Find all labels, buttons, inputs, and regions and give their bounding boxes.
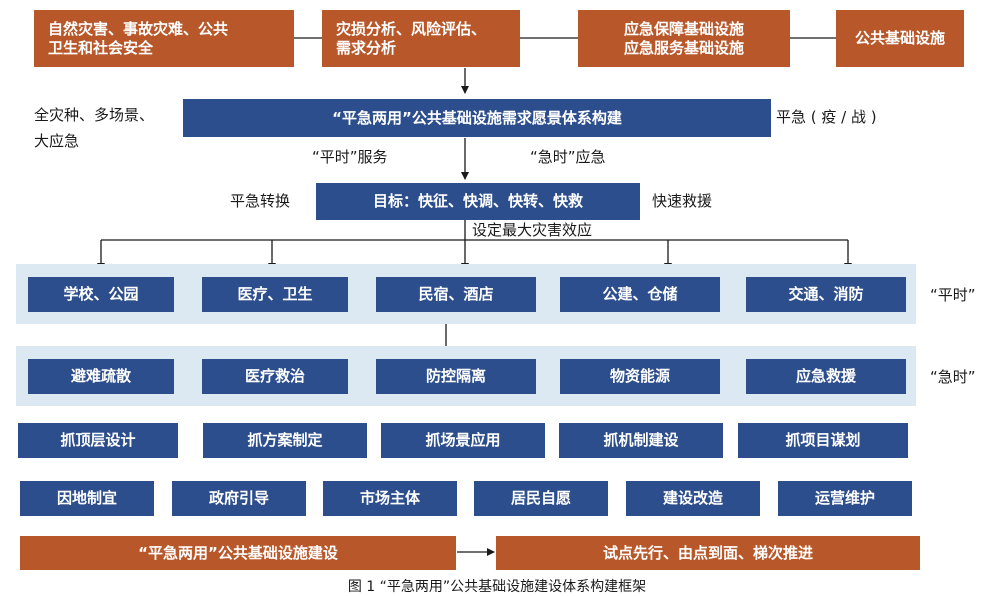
zhua-item-2: 抓方案制定	[203, 423, 367, 458]
side-right-goal: 快速救援	[652, 192, 713, 210]
yin-item-2: 政府引导	[172, 481, 306, 516]
side-left-top: 全灾种、多场景、大应急	[34, 106, 155, 150]
bottom-right-box: 试点先行、由点到面、梯次推进	[496, 536, 920, 570]
goal-box: 目标：快征、快调、快转、快救	[316, 183, 640, 220]
ping-item-5: 交通、消防	[746, 277, 906, 312]
ping-item-1: 学校、公园	[28, 277, 174, 312]
zhua-item-5: 抓项目谋划	[738, 423, 908, 458]
top-box-analysis: 灾损分析、风险评估、需求分析	[322, 10, 520, 67]
yin-item-1: 因地制宜	[20, 481, 154, 516]
ping-item-4: 公建、仓储	[560, 277, 720, 312]
zhua-item-4: 抓机制建设	[559, 423, 723, 458]
yin-item-6: 运营维护	[778, 481, 912, 516]
yin-item-3: 市场主体	[323, 481, 457, 516]
top-box-public-infra: 公共基础设施	[836, 10, 964, 67]
figure-caption: 图 1 “平急两用”公共基础设施建设体系构建框架	[347, 579, 647, 595]
side-right-top: 平急 ( 疫 / 战 )	[776, 108, 877, 126]
top-box-emergency-infra: 应急保障基础设施应急服务基础设施	[578, 10, 790, 67]
side-left-goal: 平急转换	[230, 192, 291, 210]
top-box-hazards: 自然灾害、事故灾难、公共卫生和社会安全	[34, 10, 294, 67]
yin-item-5: 建设改造	[626, 481, 760, 516]
zhua-item-3: 抓场景应用	[381, 423, 545, 458]
ji-item-4: 物资能源	[560, 359, 720, 394]
ji-item-2: 医疗救治	[202, 359, 348, 394]
main-title-box: “平急两用”公共基础设施需求愿景体系构建	[183, 99, 771, 137]
ping-item-2: 医疗、卫生	[202, 277, 348, 312]
row-ping-label: “平时”	[930, 286, 976, 304]
zhua-item-1: 抓顶层设计	[18, 423, 178, 458]
goal-subtitle: 设定最大灾害效应	[472, 221, 593, 239]
yin-item-4: 居民自愿	[474, 481, 608, 516]
ping-item-3: 民宿、酒店	[376, 277, 536, 312]
ji-item-5: 应急救援	[746, 359, 906, 394]
label-ji-emergency: “急时”应急	[530, 148, 606, 166]
label-ping-service: “平时”服务	[312, 148, 388, 166]
row-ji-label: “急时”	[930, 368, 976, 386]
ji-item-3: 防控隔离	[376, 359, 536, 394]
ji-item-1: 避难疏散	[28, 359, 174, 394]
bottom-left-box: “平急两用”公共基础设施建设	[20, 536, 456, 570]
